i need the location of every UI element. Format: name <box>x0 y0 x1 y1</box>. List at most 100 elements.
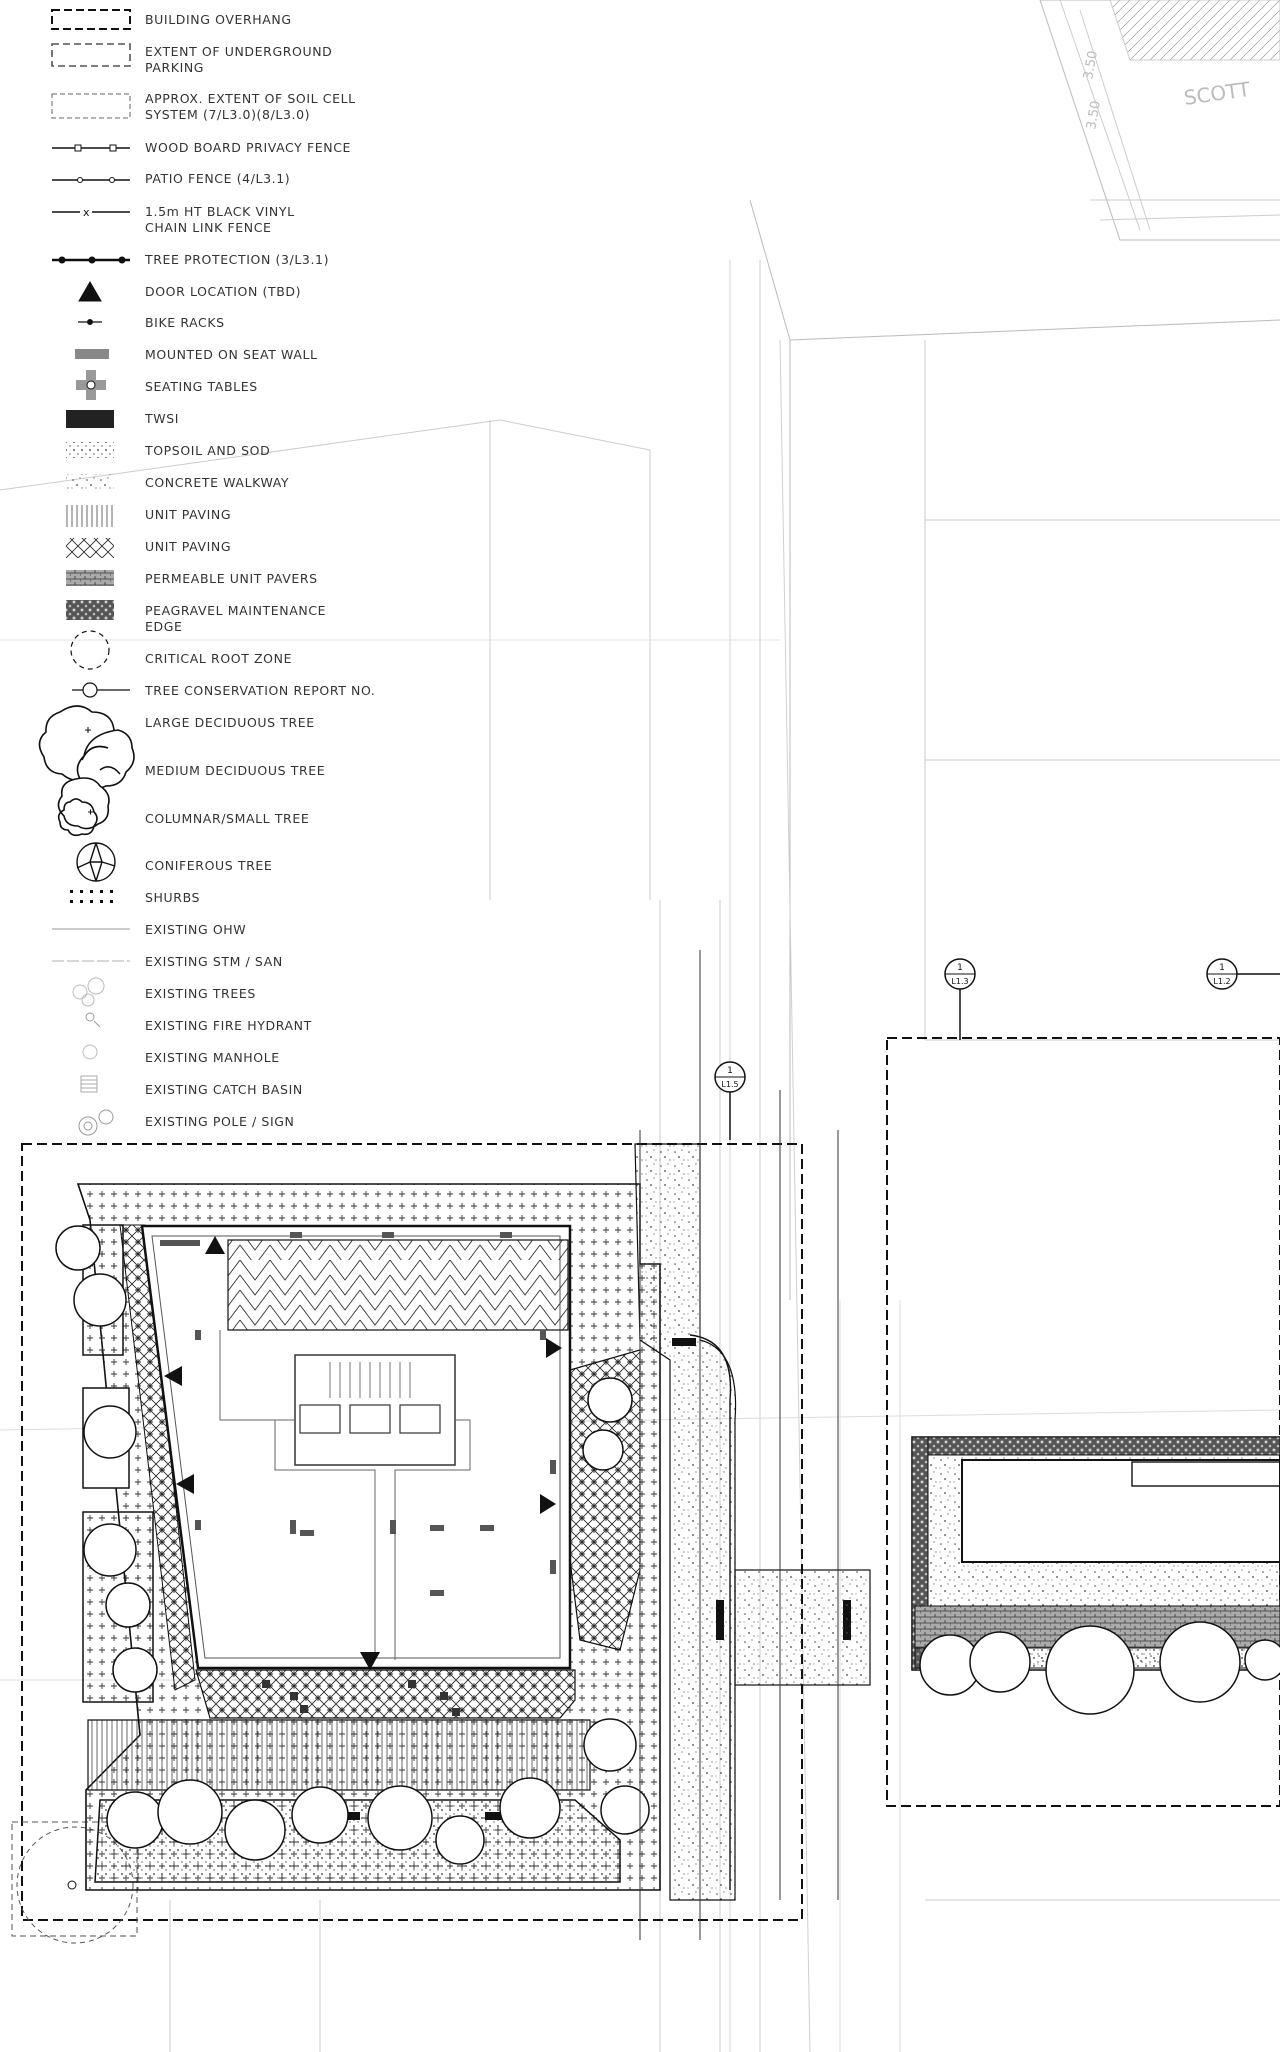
fire-hydrant-icon <box>85 1012 101 1028</box>
legend-label-topsoil-sod: TOPSOIL AND SOD <box>145 443 271 458</box>
callout-l1-5-top: 1 <box>727 1066 733 1076</box>
legend-label-medium-tree: MEDIUM DECIDUOUS TREE <box>145 763 326 778</box>
topsoil-sod-icon <box>66 442 114 458</box>
tree-protection-symbol <box>52 256 130 264</box>
legend-label-critical-root-zone: CRITICAL ROOT ZONE <box>145 651 293 666</box>
legend-label-catch-basin: EXISTING CATCH BASIN <box>145 1082 303 1097</box>
building-footprint <box>140 1224 572 1670</box>
property-line <box>639 950 839 1940</box>
callout-l1-3-top: 1 <box>957 963 963 973</box>
bike-rack-icon <box>78 319 102 325</box>
door-icon <box>164 1366 182 1386</box>
south-terrace <box>195 1669 576 1719</box>
legend-label-bike-racks: BIKE RACKS <box>145 315 225 330</box>
legend-label-soil-cell: APPROX. EXTENT OF SOIL CELL SYSTEM (7/L3… <box>145 91 356 122</box>
door-icon <box>360 1652 380 1670</box>
east-overhang-boundary <box>886 1037 1280 1807</box>
stair-treads <box>329 1362 411 1398</box>
concrete-walkway-icon <box>66 474 114 490</box>
seating-table-icon <box>76 370 106 400</box>
legend-label-seat-wall: MOUNTED ON SEAT WALL <box>145 347 318 362</box>
elevator-cars <box>299 1404 441 1434</box>
legend-label-building-overhang: BUILDING OVERHANG <box>145 12 292 27</box>
legend-label-peagravel: PEAGRAVEL MAINTENANCE EDGE <box>145 603 327 634</box>
east-trees <box>919 1621 1280 1715</box>
permeable-pavers-icon <box>66 570 114 586</box>
patio-fence-symbol <box>52 177 130 183</box>
main-site <box>11 950 871 1944</box>
legend-label-chain-link: 1.5m HT BLACK VINYL CHAIN LINK FENCE <box>145 204 295 235</box>
core-stair <box>294 1354 456 1466</box>
legend-label-fire-hydrant: EXISTING FIRE HYDRANT <box>145 1018 312 1033</box>
legend-label-coniferous: CONIFEROUS TREE <box>145 858 273 873</box>
street-labels: 3.50 3.50 SCOTT <box>1081 50 1252 131</box>
conifer-icon <box>76 842 116 882</box>
legend-label-wood-fence: WOOD BOARD PRIVACY FENCE <box>145 140 352 155</box>
legend-label-existing-ohw: EXISTING OHW <box>145 922 247 937</box>
chain-link-symbol: x <box>52 206 130 219</box>
legend-label-underground-parking: EXTENT OF UNDERGROUND PARKING <box>145 44 333 75</box>
legend-label-twsi: TWSI <box>145 411 180 426</box>
legend-label-small-tree: COLUMNAR/SMALL TREE <box>145 811 310 826</box>
street-dim-1: 3.50 <box>1084 100 1104 131</box>
tree-report-icon <box>72 682 130 698</box>
soil-cell-symbol <box>51 93 131 119</box>
twsi-pad <box>716 1600 724 1640</box>
callout-markers: 1 L1.3 1 L1.2 1 L1.5 <box>714 958 1280 1140</box>
door-icon <box>546 1338 562 1358</box>
small-tree-icon <box>57 798 98 837</box>
legend-label-door-location: DOOR LOCATION (TBD) <box>145 284 302 299</box>
legend-label-pole-sign: EXISTING POLE / SIGN <box>145 1114 295 1129</box>
south-paving <box>87 1719 591 1791</box>
west-paving-band <box>119 1224 196 1691</box>
callout-l1-2-top: 1 <box>1219 963 1225 973</box>
triangle-icon <box>78 281 102 302</box>
east-building-inner <box>1131 1461 1280 1487</box>
east-sidewalk <box>634 1143 737 1901</box>
twsi-pad <box>485 1812 515 1820</box>
parking-ramp <box>227 1239 569 1331</box>
callout-l1-5-bottom: L1.5 <box>721 1080 738 1089</box>
callout-l1-3-bottom: L1.3 <box>951 977 968 986</box>
legend-label-existing-trees: EXISTING TREES <box>145 986 256 1001</box>
callout-l1-2-bottom: L1.2 <box>1213 977 1230 986</box>
door-icon <box>540 1494 556 1514</box>
east-site <box>886 1037 1280 1807</box>
main-overhang-boundary <box>21 1143 803 1921</box>
west-trees <box>55 1225 633 1693</box>
seat-wall-icon <box>75 349 109 359</box>
legend-label-large-tree: LARGE DECIDUOUS TREE <box>145 715 315 730</box>
catch-basin-icon <box>80 1075 98 1093</box>
east-building <box>961 1459 1280 1563</box>
door-icon <box>205 1236 225 1254</box>
legend-label-tree-protection: TREE PROTECTION (3/L3.1) <box>145 252 330 267</box>
legend-label-permeable-pavers: PERMEABLE UNIT PAVERS <box>145 571 318 586</box>
door-markers <box>164 1236 562 1670</box>
street-name: SCOTT <box>1182 77 1252 110</box>
crossing-walkway <box>734 1569 871 1686</box>
south-trees <box>106 1718 650 1865</box>
street-dim-2: 3.50 <box>1081 50 1101 81</box>
existing-tree-marker <box>67 1880 77 1890</box>
legend-label-shrubs: SHURBS <box>145 890 201 905</box>
columns <box>160 1232 556 1596</box>
legend-label-manhole: EXISTING MANHOLE <box>145 1050 280 1065</box>
existing-trees-icon <box>72 977 105 1007</box>
large-tree-icon <box>38 705 135 790</box>
callout-l1-3: 1 L1.3 <box>944 958 976 1040</box>
callout-l1-5: 1 L1.5 <box>714 1061 746 1140</box>
unit-paving-cross-icon <box>66 538 114 558</box>
critical-root-zone-icon <box>70 630 110 670</box>
legend-label-unit-paving-1: UNIT PAVING <box>145 507 232 522</box>
peagravel-icon <box>66 600 114 620</box>
wood-fence-symbol <box>52 144 130 152</box>
terrace-tables <box>262 1680 460 1716</box>
east-planting-edge <box>911 1436 1280 1456</box>
unit-paving-vertical-icon <box>66 505 114 527</box>
callout-l1-2: 1 L1.2 <box>1206 958 1280 990</box>
building-inner-wall <box>151 1235 561 1659</box>
legend-symbols: x <box>38 9 135 1136</box>
legend-label-patio-fence: PATIO FENCE (4/L3.1) <box>145 171 291 186</box>
